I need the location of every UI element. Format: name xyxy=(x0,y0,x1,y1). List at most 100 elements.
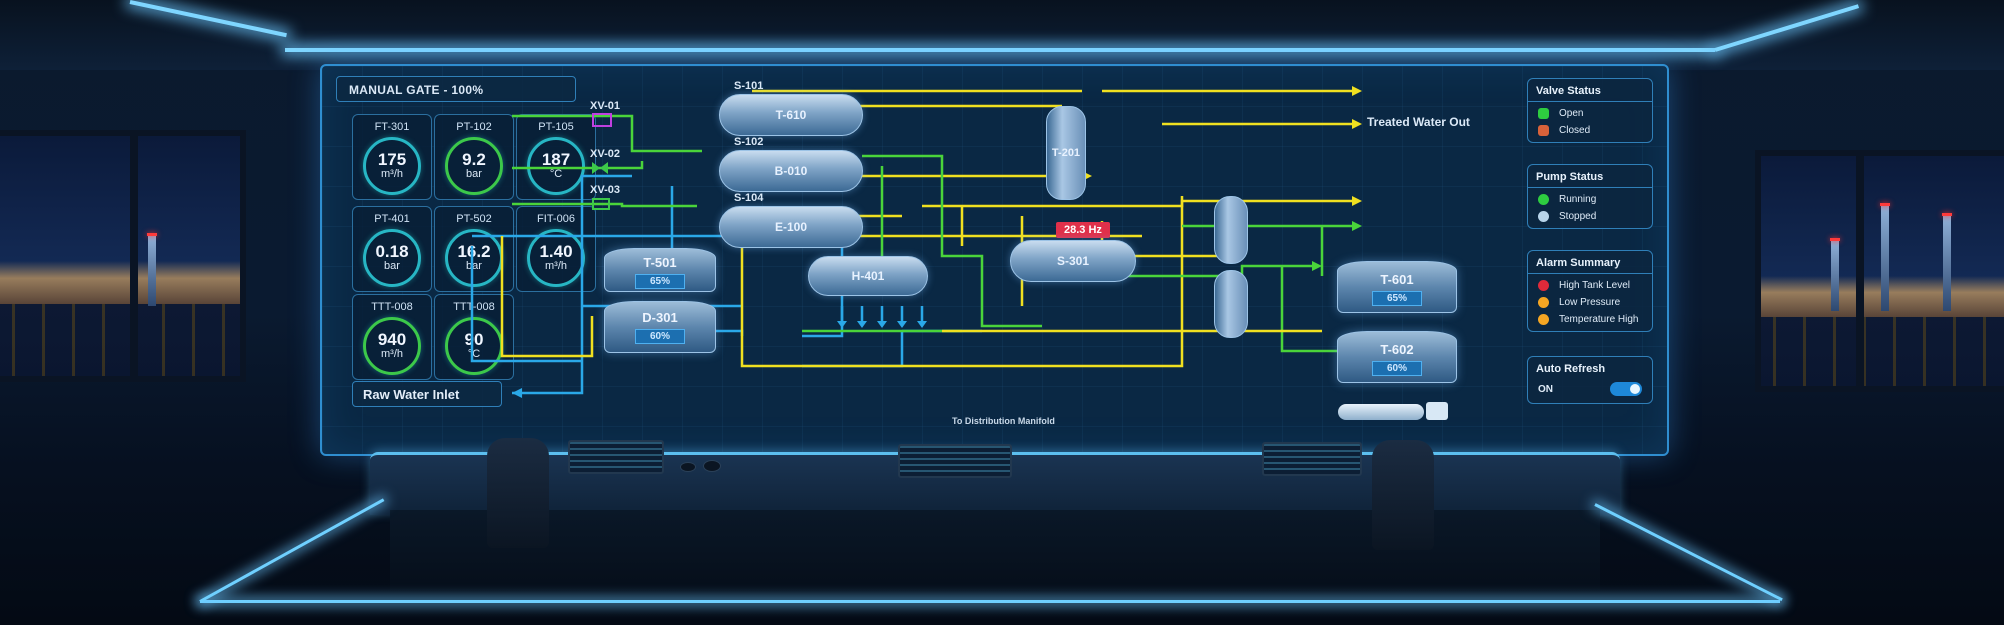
legend-label: Low Pressure xyxy=(1559,297,1621,308)
valve-xv03-icon[interactable] xyxy=(592,198,610,210)
gauge-value: 9.2 xyxy=(462,150,486,169)
console-monitor-center[interactable] xyxy=(898,444,1012,478)
gauge-value: 16.2 xyxy=(457,242,491,261)
vessel-h401-label: H-401 xyxy=(851,269,885,283)
status-indicator-icon xyxy=(1538,280,1549,291)
section-s102-label: S-102 xyxy=(734,136,764,148)
tank-t601-level: 65% xyxy=(1371,291,1422,306)
floor-light-strip xyxy=(199,498,385,603)
treated-water-out-label[interactable]: Treated Water Out xyxy=(1367,115,1470,129)
tank-t601[interactable]: T-601 65% xyxy=(1337,261,1457,313)
console-monitor-left[interactable] xyxy=(568,440,664,474)
distribution-manifold-label: To Distribution Manifold xyxy=(952,416,1055,426)
console-monitor-right[interactable] xyxy=(1262,442,1362,476)
floor-light-strip xyxy=(1594,503,1783,602)
auto-refresh-panel: Auto Refresh ON xyxy=(1527,356,1653,404)
auto-refresh-toggle[interactable] xyxy=(1610,382,1642,396)
operator-chair-left xyxy=(487,438,549,548)
valve-xv02-tag: XV-02 xyxy=(590,148,620,160)
valve-xv02-icon[interactable] xyxy=(592,162,608,174)
right-window xyxy=(1755,150,2004,392)
gauge-value: 1.40 xyxy=(539,242,573,261)
window-mullion xyxy=(1856,156,1864,386)
vessel-h401[interactable]: H-401 xyxy=(808,256,928,296)
gauge-value: 0.18 xyxy=(375,242,409,261)
legend-label: Stopped xyxy=(1559,211,1597,222)
vessel-t610[interactable]: T-610 xyxy=(719,94,863,136)
status-indicator-icon xyxy=(1538,297,1549,308)
gauge-value: 940 xyxy=(377,330,407,349)
gauge-tag: PT-105 xyxy=(538,121,574,133)
vessel-e100[interactable]: E-100 xyxy=(719,206,863,248)
window-mullion xyxy=(130,136,138,376)
smokestack xyxy=(147,233,157,306)
flow-arrow xyxy=(837,321,847,328)
legend-item: Closed xyxy=(1528,122,1652,139)
pipe-blue xyxy=(840,306,924,324)
vessel-t201[interactable]: T-201 xyxy=(1046,106,1086,200)
legend-label: Temperature High xyxy=(1559,314,1639,325)
gauge-tag: FT-301 xyxy=(374,121,410,133)
legend-label: Closed xyxy=(1559,125,1591,136)
floor-light-strip xyxy=(200,600,1780,603)
left-window xyxy=(0,130,246,382)
legend-item: Open xyxy=(1528,105,1652,122)
tank-d301-label: D-301 xyxy=(642,310,678,325)
gauge-tag: FIT-006 xyxy=(537,213,575,225)
filter-vessel-lower[interactable] xyxy=(1214,270,1248,338)
auto-refresh-row: ON xyxy=(1528,379,1652,403)
filter-vessel-upper[interactable] xyxy=(1214,196,1248,264)
s301-frequency-alarm[interactable]: 28.3 Hz xyxy=(1056,222,1110,238)
vessel-t610-label: T-610 xyxy=(775,108,807,122)
raw-water-inlet-label[interactable]: Raw Water Inlet xyxy=(352,381,502,407)
auto-refresh-title: Auto Refresh xyxy=(1536,363,1606,375)
legend-item: High Tank Level xyxy=(1528,277,1652,294)
gauge-tag: TTT-008 xyxy=(453,301,495,313)
gauge-card[interactable]: PT-105 187°C xyxy=(516,114,596,200)
status-indicator-icon xyxy=(1538,125,1549,136)
console-joystick[interactable] xyxy=(703,460,721,472)
tank-t501-level: 65% xyxy=(634,274,685,289)
legend-item: Low Pressure xyxy=(1528,294,1652,311)
vessel-b010[interactable]: B-010 xyxy=(719,150,863,192)
water-reflection xyxy=(0,304,240,376)
gauge-unit: °C xyxy=(549,168,563,180)
vessel-s301[interactable]: S-301 xyxy=(1010,240,1136,282)
tank-t602[interactable]: T-602 60% xyxy=(1337,331,1457,383)
manual-gate-title[interactable]: MANUAL GATE - 100% xyxy=(336,76,576,102)
console-joystick[interactable] xyxy=(680,462,696,472)
flow-arrow xyxy=(1352,196,1362,206)
tank-t501[interactable]: T-501 65% xyxy=(604,248,716,292)
gauge-value: 175 xyxy=(377,150,407,169)
pipe-yellow xyxy=(922,89,1352,246)
vessel-b010-label: B-010 xyxy=(774,164,808,178)
flow-arrow xyxy=(1352,86,1362,96)
valve-xv01-icon[interactable] xyxy=(592,113,612,127)
gauge-unit: bar xyxy=(384,260,400,272)
flow-arrow xyxy=(877,321,887,328)
legend-item: Temperature High xyxy=(1528,311,1652,328)
tank-d301[interactable]: D-301 60% xyxy=(604,301,716,353)
tank-t601-label: T-601 xyxy=(1380,272,1414,287)
flow-arrow xyxy=(857,321,867,328)
gauge-ring: 187°C xyxy=(527,137,585,195)
operator-chair-right xyxy=(1372,440,1434,550)
legend-label: Open xyxy=(1559,108,1584,119)
status-indicator-icon xyxy=(1538,108,1549,119)
status-indicator-icon xyxy=(1538,211,1549,222)
smokestack xyxy=(1880,203,1890,311)
